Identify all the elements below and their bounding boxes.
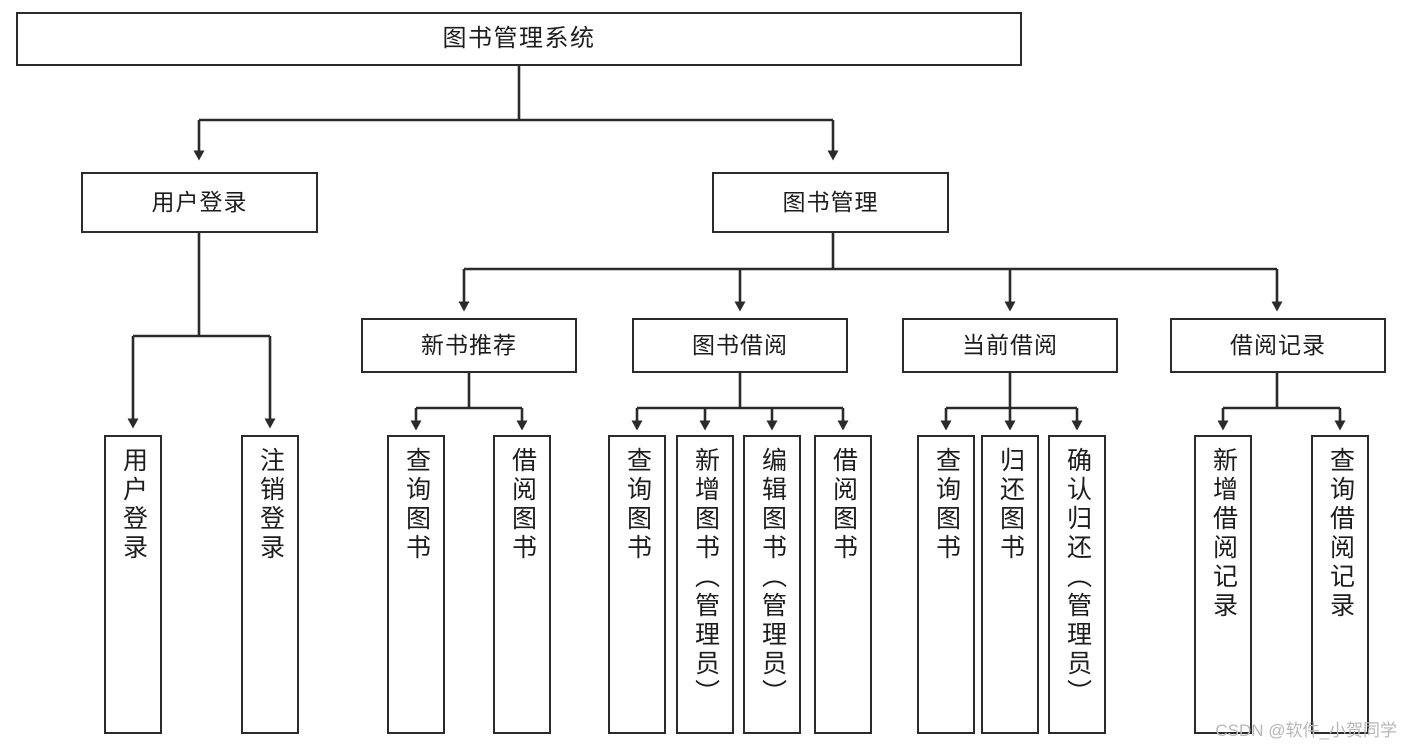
- node-leaf-edit-book[interactable]: 编辑图书（管理员）: [743, 435, 801, 734]
- node-leaf-return-book[interactable]: 归还图书: [981, 435, 1039, 734]
- node-leaf-query-book-3[interactable]: 查询图书: [917, 435, 975, 734]
- node-leaf-add-record[interactable]: 新增借阅记录: [1194, 435, 1252, 734]
- node-new-book-rec[interactable]: 新书推荐: [361, 318, 577, 373]
- node-user-login[interactable]: 用户登录: [81, 172, 318, 233]
- node-root-label: 图书管理系统: [442, 24, 596, 52]
- node-leaf-add-book[interactable]: 新增图书（管理员）: [676, 435, 734, 734]
- node-current-borrow[interactable]: 当前借阅: [902, 318, 1118, 373]
- node-book-borrow-label: 图书借阅: [692, 331, 788, 358]
- node-leaf-return-book-label: 归还图书: [996, 447, 1025, 563]
- node-borrow-record[interactable]: 借阅记录: [1170, 318, 1386, 373]
- node-leaf-user-login[interactable]: 用户登录: [104, 435, 162, 734]
- node-leaf-edit-book-label: 编辑图书（管理员）: [758, 447, 787, 708]
- node-leaf-add-record-label: 新增借阅记录: [1209, 447, 1238, 621]
- node-leaf-query-record-label: 查询借阅记录: [1326, 447, 1355, 621]
- node-leaf-confirm-return[interactable]: 确认归还（管理员）: [1048, 435, 1106, 734]
- node-leaf-confirm-return-label: 确认归还（管理员）: [1063, 447, 1092, 708]
- node-leaf-query-book-2[interactable]: 查询图书: [608, 435, 666, 734]
- node-current-borrow-label: 当前借阅: [962, 331, 1058, 358]
- node-leaf-query-book-1-label: 查询图书: [402, 447, 431, 563]
- node-leaf-borrow-book-2-label: 借阅图书: [829, 447, 858, 563]
- node-new-book-rec-label: 新书推荐: [421, 331, 517, 358]
- node-root[interactable]: 图书管理系统: [16, 12, 1022, 66]
- node-book-manage-label: 图书管理: [782, 188, 879, 215]
- watermark: CSDN @软件_小贺同学: [1215, 721, 1397, 740]
- node-leaf-logout[interactable]: 注销登录: [241, 435, 299, 734]
- node-book-manage[interactable]: 图书管理: [712, 172, 949, 233]
- node-leaf-query-book-2-label: 查询图书: [623, 447, 652, 563]
- node-leaf-borrow-book-1-label: 借阅图书: [508, 447, 537, 563]
- node-leaf-add-book-label: 新增图书（管理员）: [691, 447, 720, 708]
- node-leaf-query-book-3-label: 查询图书: [932, 447, 961, 563]
- node-user-login-label: 用户登录: [151, 188, 248, 215]
- node-leaf-borrow-book-2[interactable]: 借阅图书: [814, 435, 872, 734]
- node-leaf-borrow-book-1[interactable]: 借阅图书: [493, 435, 551, 734]
- node-leaf-user-login-label: 用户登录: [119, 447, 148, 563]
- node-borrow-record-label: 借阅记录: [1230, 331, 1326, 358]
- node-book-borrow[interactable]: 图书借阅: [632, 318, 848, 373]
- node-leaf-query-book-1[interactable]: 查询图书: [387, 435, 445, 734]
- node-leaf-query-record[interactable]: 查询借阅记录: [1311, 435, 1369, 734]
- node-leaf-logout-label: 注销登录: [256, 447, 285, 563]
